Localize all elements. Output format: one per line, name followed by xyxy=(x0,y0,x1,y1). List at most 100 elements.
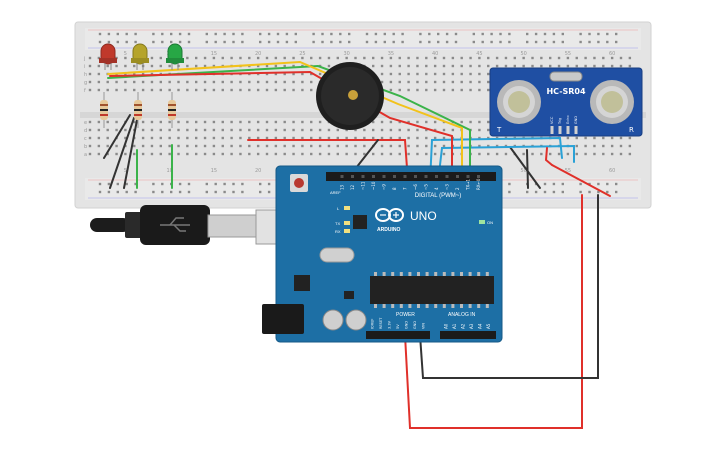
reset-button[interactable] xyxy=(290,174,308,192)
column-number: 55 xyxy=(565,51,571,57)
black-ground-2[interactable] xyxy=(109,117,135,189)
black-wire-gnd[interactable] xyxy=(419,194,599,379)
power-label: POWER xyxy=(396,312,415,318)
digital-header xyxy=(326,172,496,181)
digital-pin-label: ~3 xyxy=(445,184,450,190)
digital-pin[interactable] xyxy=(393,175,396,178)
digital-pin-label: 12 xyxy=(350,184,355,190)
resistor-2[interactable] xyxy=(134,92,142,128)
row-letter: i xyxy=(84,64,85,70)
red-wire-diagonal[interactable] xyxy=(551,164,611,197)
blue-wire-trig[interactable] xyxy=(429,136,563,183)
blue-wire-echo[interactable] xyxy=(437,144,575,183)
column-number: 25 xyxy=(299,51,305,57)
analog-header xyxy=(440,331,496,339)
power-jack[interactable] xyxy=(262,304,304,334)
green-wire-led[interactable] xyxy=(107,64,471,183)
digital-pin[interactable] xyxy=(403,175,407,178)
digital-pin[interactable] xyxy=(424,175,428,178)
analog-pin-label: A5 xyxy=(486,323,491,329)
power-rail-top xyxy=(85,28,641,50)
usb-symbol-icon xyxy=(160,217,190,232)
red-wire-led[interactable] xyxy=(109,70,453,183)
digital-pin[interactable] xyxy=(372,175,375,178)
sensor-label: HC-SR04 xyxy=(546,87,586,96)
led-yellow[interactable] xyxy=(131,43,149,70)
column-number: 10 xyxy=(166,168,172,174)
digital-pin[interactable] xyxy=(435,175,438,178)
column-number: 45 xyxy=(476,51,482,57)
analog-pin-label: A4 xyxy=(478,323,483,329)
aref-label: AREF xyxy=(330,190,341,195)
digital-pin[interactable] xyxy=(414,175,417,178)
column-number: 5 xyxy=(124,51,127,57)
rx-led-label: RX xyxy=(335,229,341,234)
digital-pin[interactable] xyxy=(466,175,470,178)
column-number: 35 xyxy=(388,51,394,57)
column-number: 20 xyxy=(255,51,261,57)
row-letter: j xyxy=(83,56,85,62)
l-led-label: L xyxy=(337,206,340,211)
column-number: 40 xyxy=(432,51,438,57)
crystal xyxy=(549,71,583,82)
black-ground-3[interactable] xyxy=(123,119,138,189)
sensor-pin[interactable] xyxy=(566,126,570,134)
sensor-corner-right: R xyxy=(629,126,634,134)
tx-led-label: TX xyxy=(335,221,340,226)
digital-pin-label: ~9 xyxy=(382,184,387,190)
digital-pin-label: ~6 xyxy=(413,184,418,190)
digital-pin[interactable] xyxy=(445,175,449,178)
analog-pin-label: A1 xyxy=(452,323,457,329)
power-pin-label: 5V xyxy=(396,324,400,329)
column-number: 50 xyxy=(520,51,526,57)
red-wire-5v[interactable] xyxy=(404,194,583,429)
sensor-pin-label: Trig xyxy=(558,118,562,125)
sensor-pin[interactable] xyxy=(574,126,578,134)
arduino-logo-icon xyxy=(375,208,404,222)
digital-pin[interactable] xyxy=(340,175,344,178)
column-number: 30 xyxy=(343,51,349,57)
resistor-3[interactable] xyxy=(168,92,176,128)
resistor-1[interactable] xyxy=(100,92,108,128)
atmega-chip xyxy=(370,276,494,304)
voltage-regulator xyxy=(294,275,310,291)
wires xyxy=(103,60,611,429)
power-pin-label: RESET xyxy=(379,317,383,329)
digital-pin-label: 7 xyxy=(403,187,408,190)
digital-pin[interactable] xyxy=(477,175,480,178)
led-green[interactable] xyxy=(166,43,184,70)
column-number: 15 xyxy=(211,51,217,57)
digital-pin[interactable] xyxy=(351,175,354,178)
column-number: 60 xyxy=(609,51,615,57)
digital-pin[interactable] xyxy=(382,175,386,178)
transducer-left xyxy=(497,80,541,124)
power-pin-label: GND xyxy=(405,321,409,329)
sensor-pin-label: GND xyxy=(574,116,578,124)
yellow-wire-led[interactable] xyxy=(107,60,463,183)
analog-pin-label: A3 xyxy=(469,323,474,329)
row-letter: d xyxy=(84,128,87,134)
sensor-pin[interactable] xyxy=(550,126,554,134)
analog-pin-label: A2 xyxy=(461,323,466,329)
red-wire-sensor[interactable] xyxy=(544,147,553,166)
usb-cable[interactable] xyxy=(90,205,281,245)
row-letter: e xyxy=(84,120,87,126)
piezo-buzzer[interactable] xyxy=(316,62,384,130)
sensor-pin[interactable] xyxy=(558,126,562,134)
oscillator xyxy=(319,247,355,263)
power-pin-label: VIN xyxy=(422,323,426,329)
digital-pin[interactable] xyxy=(456,175,459,178)
black-wire-sensor[interactable] xyxy=(509,146,541,189)
analog-pin-label: A0 xyxy=(444,323,449,329)
black-ground-1[interactable] xyxy=(103,114,131,159)
model-label: UNO xyxy=(410,209,437,223)
digital-pin[interactable] xyxy=(361,175,365,178)
sensor-corner-left: T xyxy=(496,126,502,134)
digital-label: DIGITAL (PWM~) xyxy=(415,193,462,199)
capacitors xyxy=(322,309,367,331)
black-wire-sensor-2[interactable] xyxy=(526,149,529,189)
led-red[interactable] xyxy=(99,43,117,70)
power-pin-label: 3.3V xyxy=(388,320,392,329)
